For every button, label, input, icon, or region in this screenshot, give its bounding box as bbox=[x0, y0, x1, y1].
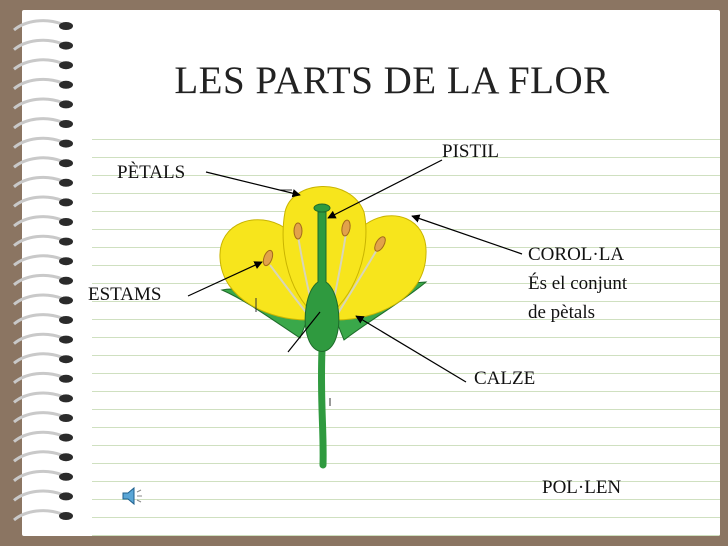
binding-hole bbox=[59, 394, 73, 403]
spiral-coil bbox=[13, 19, 63, 32]
spiral-coil bbox=[13, 195, 63, 208]
binding-hole bbox=[59, 178, 73, 187]
binding-hole bbox=[59, 257, 73, 266]
spiral-coil bbox=[13, 391, 63, 404]
stigma bbox=[313, 203, 331, 213]
page-title: LES PARTS DE LA FLOR bbox=[174, 59, 610, 102]
binding-hole bbox=[59, 22, 73, 30]
spiral-coil bbox=[13, 352, 63, 365]
stamens-pointer bbox=[187, 261, 263, 297]
binding-hole bbox=[59, 100, 73, 109]
binding-hole bbox=[59, 335, 73, 344]
anther bbox=[374, 236, 386, 252]
binding-hole bbox=[59, 61, 73, 70]
spiral-coil bbox=[13, 332, 63, 345]
binding-hole bbox=[59, 492, 73, 501]
stem bbox=[317, 346, 327, 469]
spiral-coil bbox=[13, 175, 63, 189]
spiral-coil bbox=[13, 117, 63, 130]
anther bbox=[262, 249, 274, 267]
spiral-coil bbox=[13, 509, 63, 522]
corolla-pointer bbox=[411, 214, 523, 255]
anther bbox=[341, 219, 351, 237]
anther bbox=[293, 222, 303, 240]
binding-hole bbox=[59, 80, 73, 89]
binding-hole bbox=[59, 472, 73, 481]
spiral-coil bbox=[13, 430, 63, 443]
ruled-lines bbox=[92, 122, 720, 536]
binding-hole bbox=[59, 218, 73, 226]
spiral-coil bbox=[13, 254, 63, 267]
spiral-coil bbox=[13, 411, 63, 424]
spiral-coil bbox=[13, 313, 63, 326]
binding-hole bbox=[59, 237, 73, 246]
spiral-binding bbox=[13, 19, 73, 522]
label-pollen: POL·LEN bbox=[542, 477, 622, 498]
spiral-coil bbox=[13, 215, 63, 228]
binding-hole bbox=[59, 355, 73, 364]
binding-hole bbox=[59, 159, 73, 168]
spiral-coil bbox=[13, 469, 63, 483]
binding-hole bbox=[59, 296, 73, 305]
spiral-coil bbox=[13, 97, 63, 110]
spiral-coil bbox=[13, 136, 63, 149]
spiral-coil bbox=[13, 234, 63, 247]
binding-hole bbox=[59, 139, 73, 148]
binding-hole bbox=[59, 198, 73, 207]
binding-hole bbox=[59, 433, 73, 442]
binding-hole bbox=[59, 41, 73, 50]
spiral-coil bbox=[13, 371, 63, 385]
binding-hole bbox=[59, 453, 73, 462]
label-petals: PÈTALS bbox=[117, 162, 186, 183]
pistil-inner-pointer bbox=[287, 311, 321, 353]
pistil bbox=[304, 211, 340, 352]
binding-hole bbox=[59, 316, 73, 324]
spiral-coil bbox=[13, 58, 63, 71]
spiral-coil bbox=[13, 77, 63, 91]
spiral-coil bbox=[13, 156, 63, 169]
label-corolla-desc-1: És el conjunt bbox=[528, 273, 628, 294]
label-stamens: ESTAMS bbox=[88, 284, 162, 305]
label-corolla: COROL·LA bbox=[528, 244, 625, 265]
binding-hole bbox=[59, 120, 73, 128]
spiral-coil bbox=[13, 293, 63, 306]
label-calyx: CALZE bbox=[474, 368, 536, 389]
speaker-icon[interactable] bbox=[120, 484, 148, 508]
spiral-coil bbox=[13, 489, 63, 502]
calyx-pointer bbox=[355, 315, 467, 383]
label-corolla-desc-2: de pètals bbox=[528, 302, 596, 323]
pistil-pointer bbox=[327, 159, 443, 219]
binding-hole bbox=[59, 414, 73, 422]
petals-pointer bbox=[205, 171, 301, 198]
spiral-coil bbox=[13, 38, 63, 51]
spiral-coil bbox=[13, 450, 63, 463]
binding-hole bbox=[59, 374, 73, 383]
spiral-coil bbox=[13, 273, 63, 287]
binding-hole bbox=[59, 512, 73, 520]
notebook-page bbox=[22, 10, 720, 536]
binding-hole bbox=[59, 276, 73, 285]
label-pistil: PISTIL bbox=[442, 141, 499, 162]
